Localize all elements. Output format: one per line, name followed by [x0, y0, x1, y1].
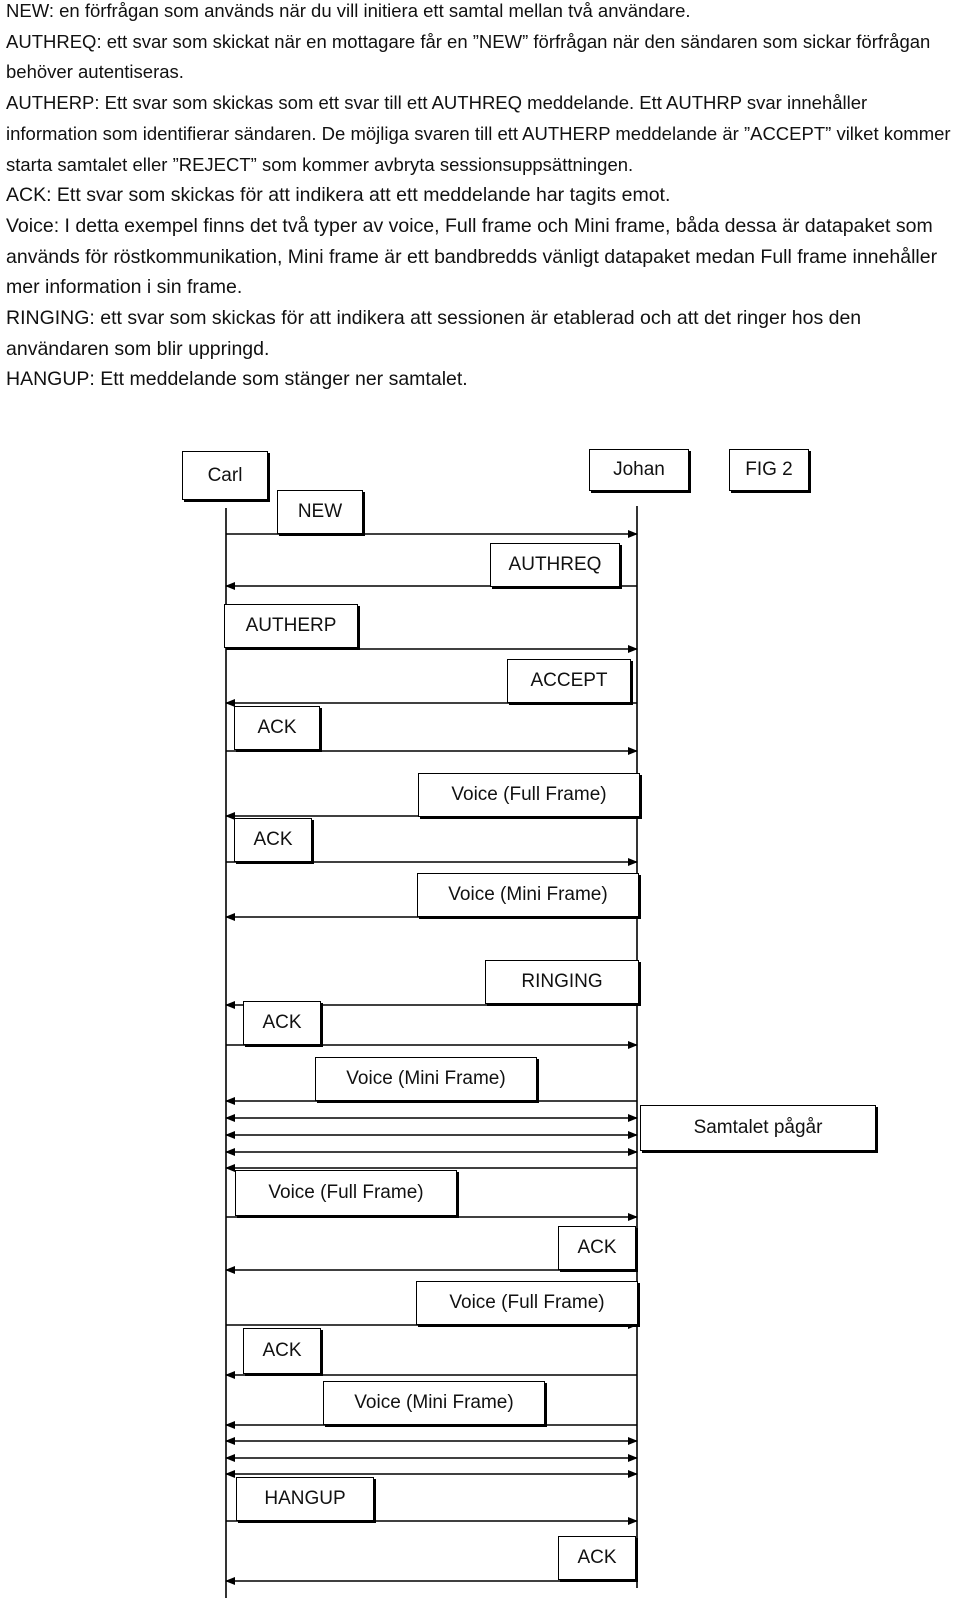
label-voice-full-1: Voice (Full Frame) [418, 773, 640, 817]
label-samtalet-pagar: Samtalet pågår [640, 1105, 876, 1151]
para-hangup: HANGUP: Ett meddelande som stänger ner s… [6, 368, 468, 391]
para-authreq: AUTHREQ: ett svar som skickat när en mot… [6, 30, 931, 83]
description-text: NEW: en förfrågan som används när du vil… [6, 0, 954, 395]
label-ack-5: ACK [243, 1328, 321, 1374]
label-ack-1: ACK [234, 706, 320, 750]
label-ack-6: ACK [558, 1536, 636, 1580]
para-new: NEW: en förfrågan som används när du vil… [6, 0, 691, 21]
participant-johan: Johan [589, 449, 689, 491]
label-autherp: AUTHERP [224, 604, 358, 648]
label-voice-full-3: Voice (Full Frame) [416, 1281, 638, 1325]
label-hangup: HANGUP [236, 1477, 374, 1521]
label-ack-4: ACK [558, 1226, 636, 1270]
label-accept: ACCEPT [507, 659, 631, 703]
label-voice-mini-3: Voice (Mini Frame) [323, 1381, 545, 1425]
para-autherp: AUTHERP: Ett svar som skickas som ett sv… [6, 92, 951, 175]
label-authreq: AUTHREQ [490, 543, 620, 587]
label-ack-3: ACK [243, 1001, 321, 1045]
label-voice-full-2: Voice (Full Frame) [235, 1170, 457, 1216]
para-voice: Voice: I detta exempel finns det två typ… [6, 214, 938, 299]
label-voice-mini-2: Voice (Mini Frame) [315, 1057, 537, 1101]
label-new: NEW [277, 490, 363, 534]
label-voice-mini-1: Voice (Mini Frame) [417, 873, 639, 917]
label-ringing: RINGING [485, 960, 639, 1004]
participant-carl: Carl [182, 451, 268, 500]
label-ack-2: ACK [234, 818, 312, 862]
para-ack: ACK: Ett svar som skickas för att indike… [6, 184, 671, 207]
figure-label: FIG 2 [729, 449, 809, 491]
para-ringing: RINGING: ett svar som skickas för att in… [6, 307, 862, 360]
